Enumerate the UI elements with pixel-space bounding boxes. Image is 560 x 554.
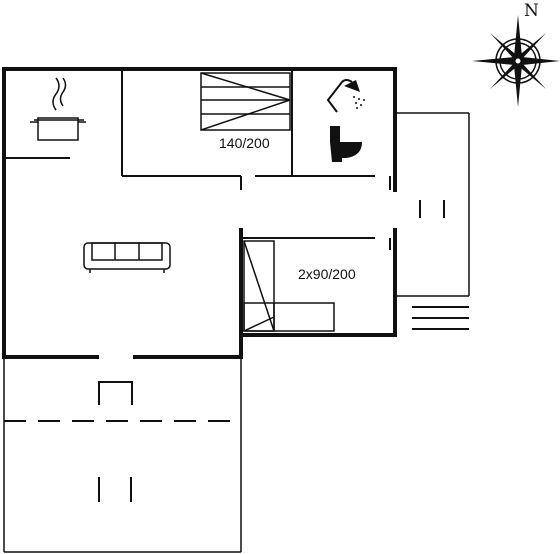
front-terrace	[3, 357, 242, 553]
compass-rose-icon	[472, 15, 560, 107]
shower-icon	[326, 79, 365, 113]
sofa-icon	[83, 242, 171, 273]
twin-bed-label: 2x90/200	[298, 266, 356, 282]
twin-bed	[243, 240, 335, 332]
compass-north-label: N	[524, 1, 539, 21]
toilet-icon	[330, 126, 362, 162]
double-bed	[200, 72, 291, 131]
side-terrace	[395, 112, 470, 330]
double-bed-label: 140/200	[219, 135, 270, 151]
kitchen-pot-icon	[30, 77, 86, 141]
exterior-walls	[2, 67, 397, 359]
interior-walls	[4, 69, 391, 250]
